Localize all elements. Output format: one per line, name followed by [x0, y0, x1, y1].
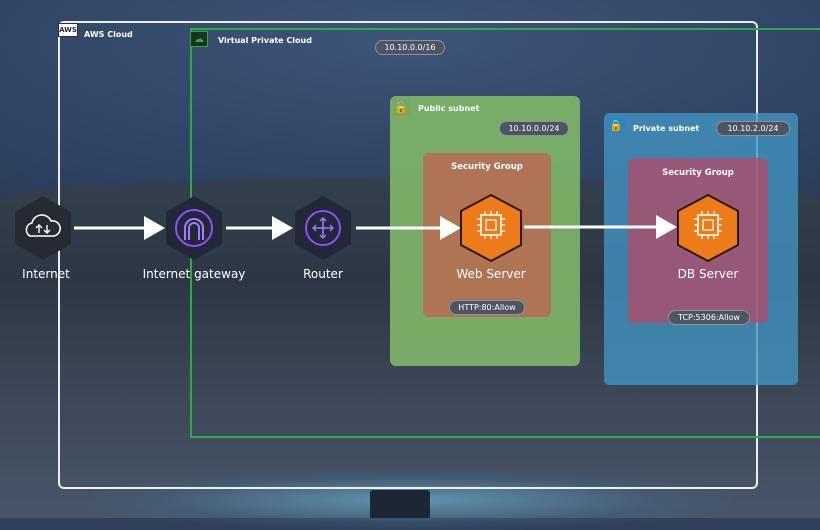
- internet-gateway-icon: [166, 196, 222, 260]
- diagram-canvas: [15, 193, 739, 263]
- router-label: Router: [303, 267, 343, 281]
- vpc-cloud-icon: ☁: [190, 31, 208, 47]
- internet-cloud-icon: [15, 196, 71, 260]
- public-subnet-lock-icon: 🔓: [392, 98, 410, 116]
- db-server-label: DB Server: [677, 267, 739, 281]
- db-security-group-title: Security Group: [662, 168, 734, 178]
- private-subnet-cidr-badge: 10.10.2.0/24: [716, 121, 790, 136]
- vpc-label: Virtual Private Cloud: [218, 36, 312, 45]
- private-subnet-lock-icon: 🔒: [607, 116, 625, 134]
- db-server-ec2-icon: [677, 193, 739, 263]
- aws-cloud-label: AWS Cloud: [84, 30, 133, 39]
- web-security-rule-badge: HTTP:80:Allow: [449, 300, 525, 315]
- public-subnet-label: Public subnet: [418, 104, 480, 113]
- web-server-ec2-icon: [460, 193, 522, 263]
- db-security-rule-badge: TCP:5306:Allow: [668, 310, 750, 325]
- aws-logo-icon: AWS: [58, 23, 78, 37]
- background-stand: [370, 490, 430, 518]
- private-subnet-label: Private subnet: [633, 124, 700, 133]
- vpc-cidr-badge: 10.10.0.0/16: [375, 40, 445, 55]
- web-security-group-title: Security Group: [451, 162, 523, 172]
- internet-label: Internet: [22, 267, 70, 281]
- router-icon: [295, 196, 351, 260]
- internet-gateway-label: Internet gateway: [142, 267, 246, 281]
- web-server-label: Web Server: [456, 267, 526, 281]
- public-subnet-cidr-badge: 10.10.0.0/24: [499, 121, 569, 136]
